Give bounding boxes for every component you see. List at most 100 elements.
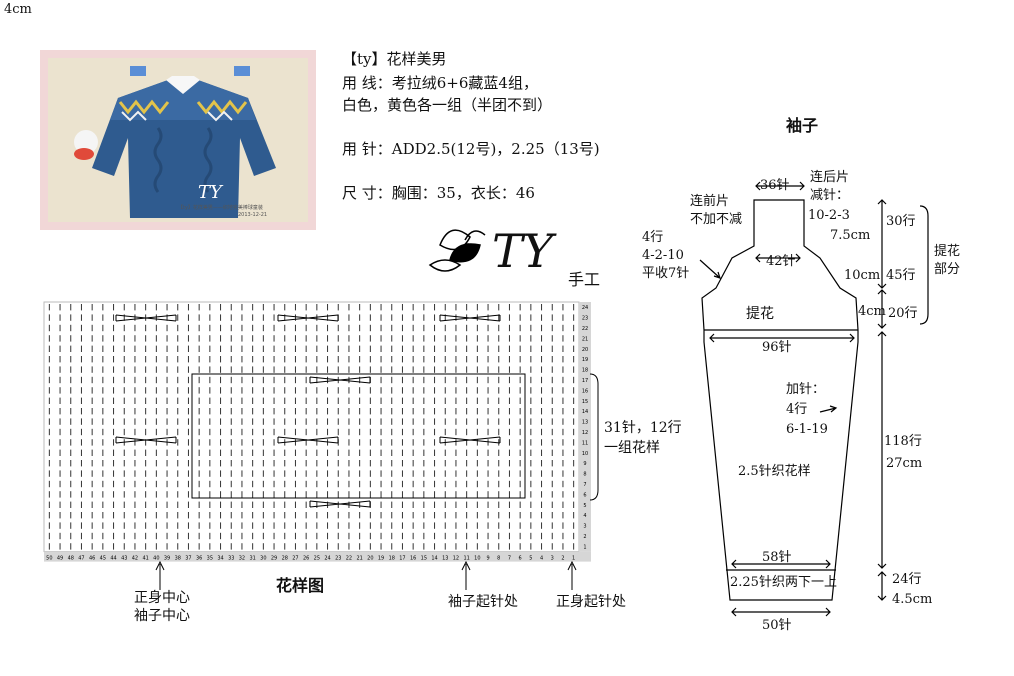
lower-width-arrow [731, 559, 831, 569]
upper-width-arrow [709, 333, 855, 343]
svg-text:【ty】花样美男——织地完美棒球童装: 【ty】花样美男——织地完美棒球童装 [178, 204, 263, 211]
column-number: 23 [335, 556, 341, 562]
row-number: 9 [583, 461, 586, 467]
body-start-label: 正身起针处 [556, 594, 626, 610]
column-number: 13 [442, 556, 448, 562]
rib-note: 2.25针织两下一上 [730, 575, 837, 590]
column-number: 41 [142, 556, 148, 562]
row-number: 1 [583, 544, 586, 550]
column-number: 20 [367, 556, 373, 562]
column-number: 39 [164, 556, 170, 562]
jacquard-part-bracket [919, 205, 929, 325]
dim-7-5cm: 7.5cm [830, 228, 871, 243]
column-number: 43 [121, 556, 127, 562]
dim-4cm: 4cm [858, 304, 886, 319]
column-number: 50 [46, 556, 52, 562]
svg-text:手工: 手工 [568, 270, 600, 289]
row-number: 24 [582, 305, 588, 311]
cable-cross-symbol [277, 436, 339, 444]
column-number: 21 [356, 556, 362, 562]
row-number: 7 [583, 482, 586, 488]
cable-crossings [115, 314, 501, 508]
column-number: 3 [551, 556, 554, 562]
sleeve-start-label: 袖子起针处 [448, 594, 518, 610]
row-number: 2 [583, 534, 586, 540]
column-number: 32 [239, 556, 245, 562]
chart-grid-background [43, 301, 580, 553]
cable-cross-symbol [115, 314, 177, 322]
column-number: 6 [519, 556, 522, 562]
cable-cross-symbol [439, 314, 501, 322]
body-start-arrow [567, 560, 577, 590]
row-number-strip [579, 302, 591, 552]
yarn-line-2: 白色，黄色各一组（半团不到） [342, 96, 553, 114]
size-info: 尺 寸：胸围：35，衣长：46 [342, 184, 535, 202]
row-number: 13 [582, 420, 588, 426]
sleeve-schematic [699, 181, 929, 617]
top-width-label: 36针 [760, 178, 790, 193]
column-number: 7 [508, 556, 511, 562]
back-note-1: 连后片 [810, 170, 850, 185]
pattern-note: 2.5针织花样 [738, 464, 811, 479]
column-number: 33 [228, 556, 234, 562]
pattern-repeat-box [191, 373, 526, 499]
column-number: 48 [68, 556, 74, 562]
column-number: 31 [249, 556, 255, 562]
row-number: 20 [582, 347, 588, 353]
row-number: 21 [582, 336, 588, 342]
column-number: 15 [421, 556, 427, 562]
lower-width-label: 58针 [762, 550, 792, 565]
column-number: 1 [572, 556, 575, 562]
column-number: 36 [196, 556, 202, 562]
row-number: 12 [582, 430, 588, 436]
column-number: 40 [153, 556, 159, 562]
increase-pointer [819, 405, 838, 413]
column-number: 27 [292, 556, 298, 562]
svg-text:2013-12-21: 2013-12-21 [238, 212, 267, 218]
back-note-2: 减针： [810, 188, 850, 203]
needles-info: 用 针：ADD2.5(12号)，2.25（13号) [342, 140, 600, 158]
back-note-3: 10-2-3 [808, 208, 850, 223]
top-width-arrow [755, 181, 805, 191]
body-center-label: 正身中心 [134, 590, 190, 606]
column-number: 28 [282, 556, 288, 562]
front-note-1: 连前片 [690, 194, 730, 209]
column-number-strip [44, 551, 591, 562]
armhole-note-1: 4行 [642, 230, 664, 245]
column-number: 5 [529, 556, 532, 562]
cap-neck-width-label: 42针 [766, 254, 796, 269]
column-number: 18 [389, 556, 395, 562]
cap-height-arrow [877, 199, 887, 289]
dim-45-rows: 45行 [886, 268, 916, 283]
row-number: 16 [582, 388, 588, 394]
column-number: 45 [100, 556, 106, 562]
column-number: 11 [463, 556, 469, 562]
row-number: 6 [583, 492, 586, 498]
row-number: 17 [582, 378, 588, 384]
photo-background: TY 【ty】花样美男——织地完美棒球童装 2013-12-21 [48, 58, 308, 222]
column-number: 37 [185, 556, 191, 562]
svg-text:TY: TY [198, 182, 224, 203]
row-number: 5 [583, 503, 586, 509]
jacquard-label: 提花 [746, 306, 774, 322]
column-number: 2 [561, 556, 564, 562]
cable-cross-symbol [309, 376, 371, 384]
jacquard-part-1: 提花 [934, 244, 961, 259]
chart-grid [43, 301, 580, 553]
yarn-line-1: 用 线：考拉绒6+6藏蓝4组， [342, 74, 538, 92]
front-note-2: 不加不减 [690, 212, 743, 227]
dim-27cm: 27cm [886, 456, 923, 471]
dim-20-rows: 20行 [888, 306, 918, 321]
repeat-bracket [589, 373, 599, 501]
column-number: 42 [132, 556, 138, 562]
column-number: 26 [303, 556, 309, 562]
pattern-title: 【ty】花样美男 [342, 50, 447, 68]
cable-cross-symbol [439, 436, 501, 444]
column-number: 16 [410, 556, 416, 562]
column-number: 46 [89, 556, 95, 562]
sweater-illustration: TY 【ty】花样美男——织地完美棒球童装 2013-12-21 [48, 58, 308, 222]
chart-title: 花样图 [276, 576, 325, 595]
repeat-note-line-2: 一组花样 [604, 440, 660, 456]
